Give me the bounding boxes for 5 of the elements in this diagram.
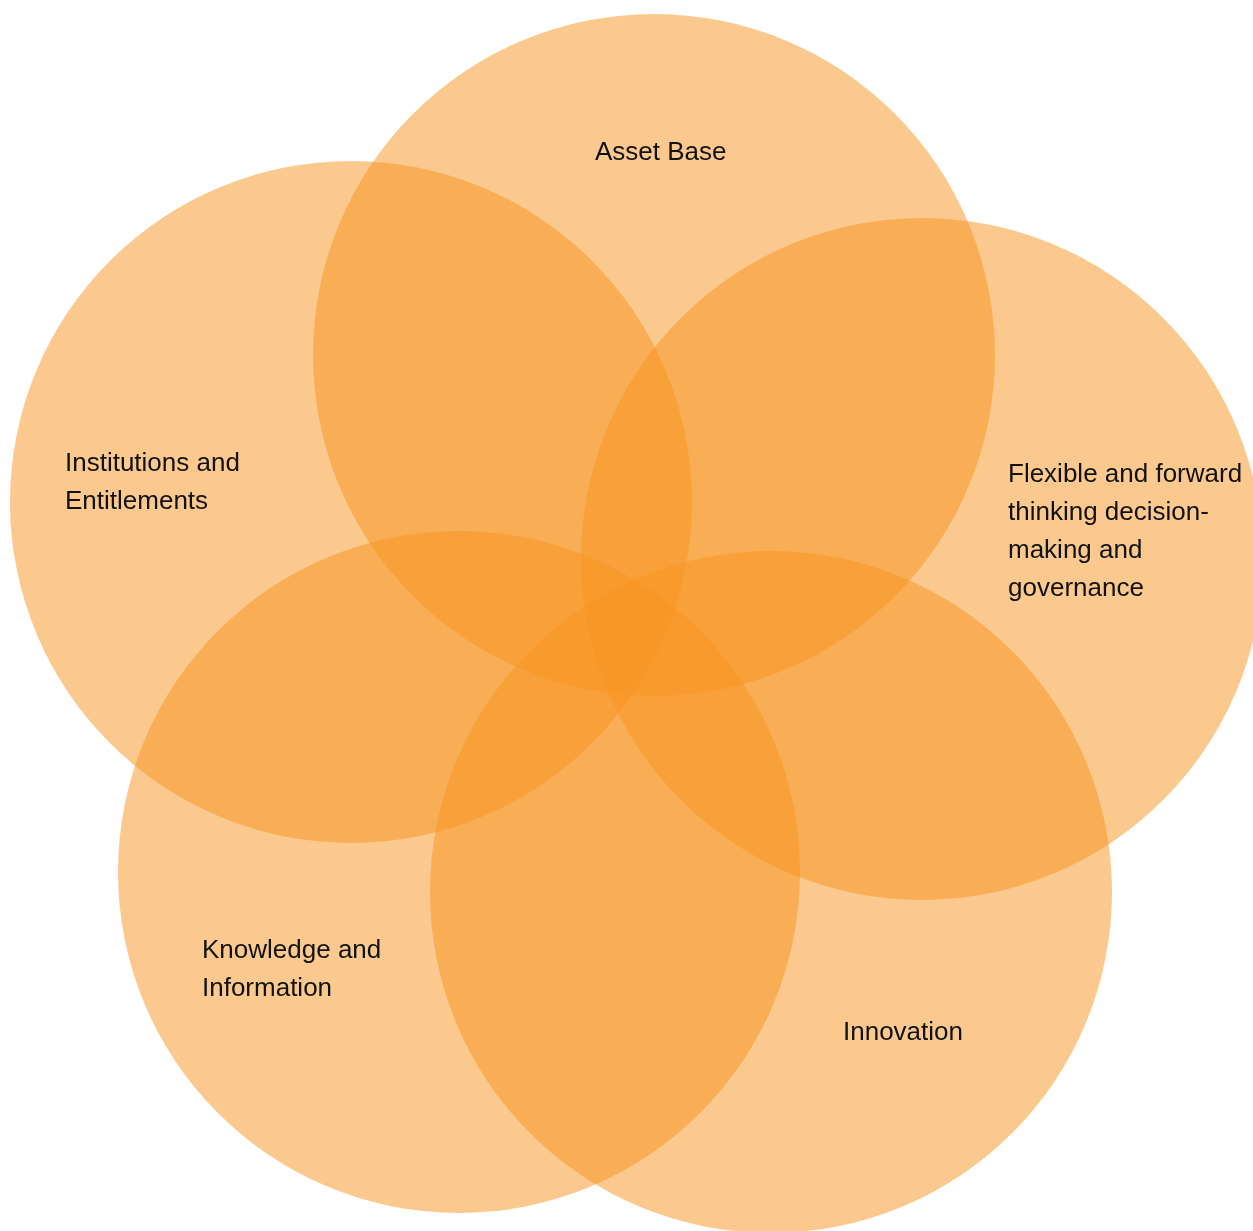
circle-label: Flexible and forward thinking decision-making and governance	[1008, 457, 1244, 604]
circle-label: Asset Base	[595, 135, 728, 168]
circle-label: Institutions and Entitlements	[65, 446, 241, 517]
circle-label: Innovation	[843, 1015, 964, 1048]
circle-label: Knowledge and Information	[202, 933, 383, 1004]
